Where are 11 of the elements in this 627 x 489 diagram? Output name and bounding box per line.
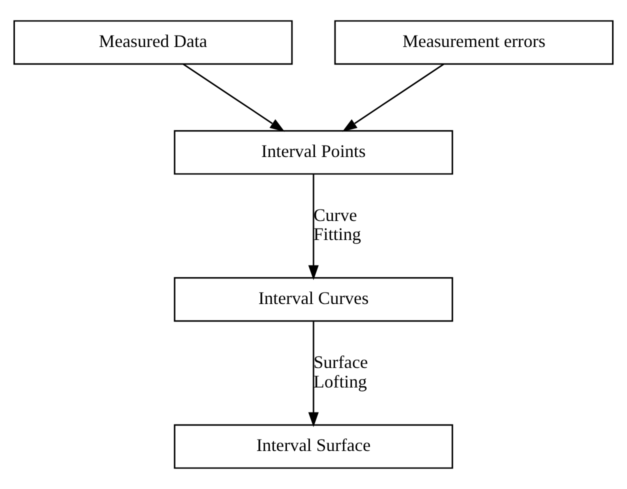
node-box: Interval Curves [174, 277, 454, 322]
node-box: Interval Points [174, 130, 454, 175]
node-box: Measurement errors [334, 20, 614, 65]
edge-label: Surface Lofting [314, 352, 368, 392]
arrow [182, 63, 285, 132]
edge-label: Curve Fitting [314, 204, 362, 244]
arrow [308, 322, 319, 428]
arrow [342, 63, 444, 132]
node-box: Measured Data [13, 20, 293, 65]
arrow [308, 174, 319, 280]
node-box: Interval Surface [174, 424, 454, 469]
